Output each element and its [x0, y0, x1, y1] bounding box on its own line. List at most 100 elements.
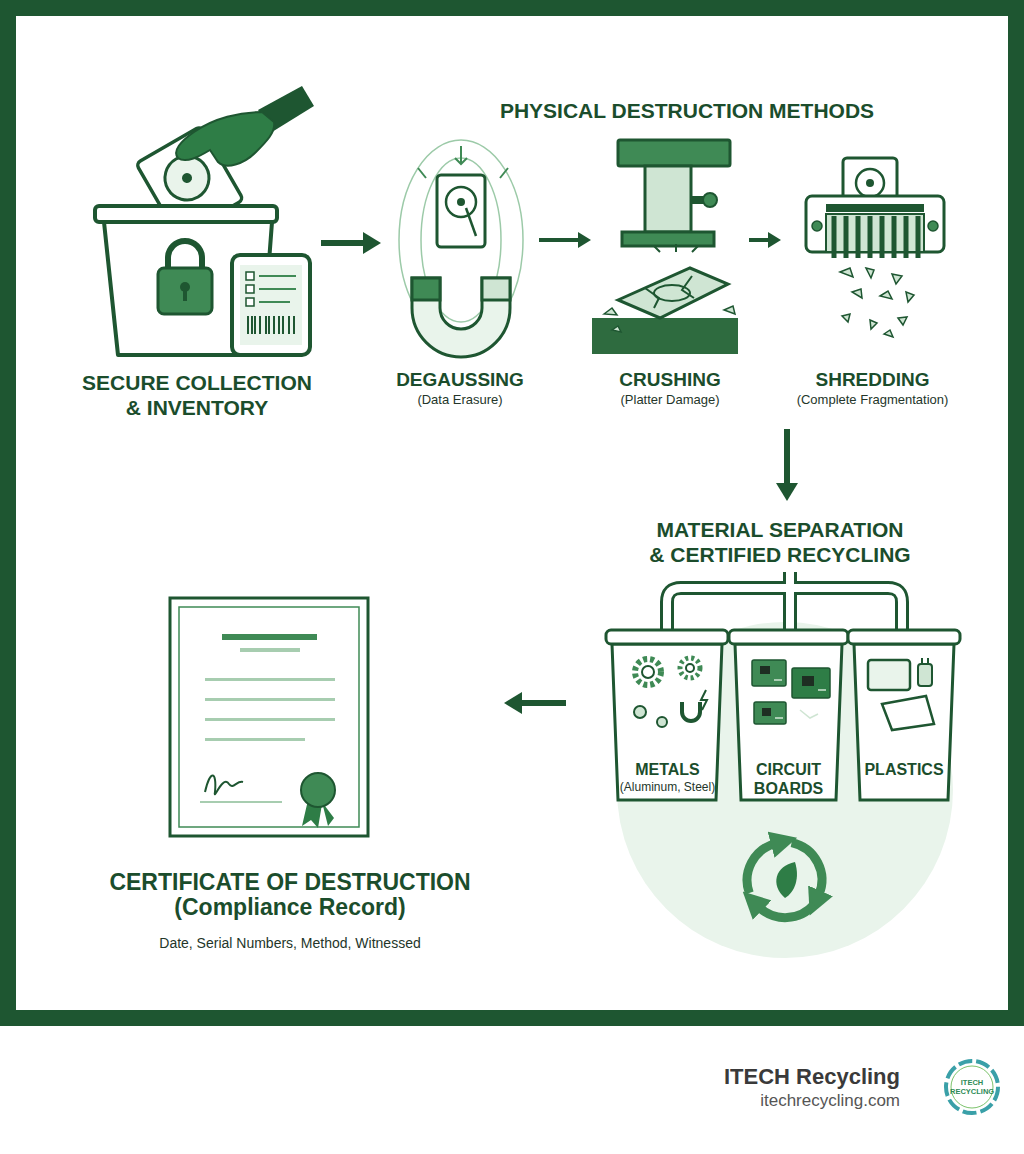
bin-rim — [729, 630, 848, 644]
bin-rim — [606, 630, 728, 644]
plastic-plug — [918, 664, 932, 686]
step-title: SHREDDING — [815, 369, 929, 391]
step-title: DEGAUSSING — [396, 369, 524, 391]
logo-ring — [946, 1061, 998, 1113]
chip — [802, 676, 814, 686]
flow-arrow — [539, 232, 591, 248]
material-bin: CIRCUIT BOARDS — [729, 630, 848, 800]
shredder-teeth — [834, 216, 918, 258]
metal-piece — [634, 706, 646, 718]
drive-arm — [466, 208, 476, 236]
drive-spindle — [180, 171, 194, 185]
shredder-bolt — [812, 221, 822, 231]
step-title: PLASTICS — [864, 760, 943, 779]
fragments — [604, 306, 735, 332]
signature-line — [200, 801, 282, 803]
shredder-panel — [826, 214, 924, 252]
step-title: CIRCUIT BOARDS — [729, 760, 848, 798]
metals-bin — [612, 644, 722, 800]
page-frame — [8, 8, 1016, 1018]
flow-arrow — [749, 232, 781, 248]
field-arrows — [418, 146, 508, 178]
arrow-line — [784, 429, 790, 484]
checkbox — [246, 298, 254, 306]
checkbox — [246, 285, 254, 293]
step-note: (Complete Fragmentation) — [797, 391, 949, 409]
barcode — [248, 316, 294, 334]
circuit-board — [754, 702, 786, 724]
step-note: (Aluminum, Steel) — [620, 779, 715, 795]
lock-body — [158, 268, 212, 314]
arrow-line — [539, 238, 579, 242]
plug-pins — [922, 658, 928, 664]
certificate-line — [240, 648, 300, 652]
website: itechrecycling.com — [650, 1091, 900, 1111]
certificate-line — [205, 718, 335, 721]
certificate-heading-line — [222, 634, 317, 640]
bin-rim — [848, 630, 960, 644]
recycle-arrow — [759, 904, 814, 917]
horseshoe-magnet — [412, 278, 510, 357]
magnet-pole — [482, 278, 510, 300]
step-note: Date, Serial Numbers, Method, Witnessed — [159, 934, 420, 952]
certificate-border — [179, 607, 359, 827]
tablet-screen — [240, 265, 302, 345]
chip — [760, 666, 770, 674]
signature — [205, 776, 243, 795]
arrow-line — [321, 240, 364, 246]
flow-arrow — [504, 692, 566, 714]
metal-piece — [657, 717, 667, 727]
arrow-line — [749, 238, 769, 242]
flow-arrow — [776, 429, 798, 501]
gear-hub — [642, 666, 654, 678]
recycle-arrow — [747, 844, 775, 894]
drive-case — [437, 175, 485, 247]
certificate: CERTIFICATE OF DESTRUCTION (Compliance R… — [80, 595, 500, 955]
logo-text: ITECH RECYCLING — [950, 1078, 994, 1096]
bin-rim — [95, 206, 277, 222]
material-bin: PLASTICS — [848, 630, 960, 800]
drive-spindle — [457, 198, 465, 206]
process-step: SHREDDING(Complete Fragmentation) — [785, 140, 960, 425]
gear — [680, 658, 700, 678]
arrow-head — [578, 232, 591, 248]
shredder-body — [806, 196, 944, 252]
step-title: MATERIAL SEPARATION & CERTIFIED RECYCLIN… — [647, 517, 913, 567]
gear — [635, 659, 661, 685]
drive-platter — [856, 169, 884, 197]
checkbox — [246, 272, 254, 280]
press-column — [645, 166, 691, 232]
brand-name: ITECH Recycling — [650, 1064, 900, 1090]
keyhole-slot — [183, 289, 187, 301]
certificate-sheet — [170, 598, 368, 836]
cracks — [645, 244, 698, 308]
material-bin: METALS(Aluminum, Steel) — [606, 630, 729, 800]
step-title: METALS — [635, 760, 700, 779]
circuit-traces — [774, 680, 826, 718]
spark — [701, 690, 707, 710]
certificate-seal — [301, 773, 335, 807]
leaf — [776, 862, 797, 898]
arrow-head — [776, 483, 798, 501]
shredder-slot — [826, 204, 924, 212]
drive-spindle — [866, 179, 874, 187]
small-magnet — [682, 702, 700, 721]
group-heading: PHYSICAL DESTRUCTION METHODS — [477, 98, 897, 124]
plastic-piece — [882, 696, 934, 730]
shred-fragments — [840, 268, 914, 337]
gloved-hand — [176, 112, 274, 166]
step-title: CERTIFICATE OF DESTRUCTION (Compliance R… — [80, 870, 500, 920]
step-note: (Platter Damage) — [621, 391, 720, 409]
certificate-line — [205, 678, 335, 681]
circuit-board — [792, 668, 830, 698]
circuit-board — [752, 660, 786, 686]
arrow-head — [363, 232, 381, 254]
press-head — [618, 140, 730, 166]
shredder-bolt — [928, 221, 938, 231]
drive-platter — [446, 187, 476, 217]
crushed-drive — [618, 268, 728, 318]
certificate-line — [205, 738, 305, 741]
process-step: DEGAUSSING(Data Erasure) — [385, 140, 535, 425]
